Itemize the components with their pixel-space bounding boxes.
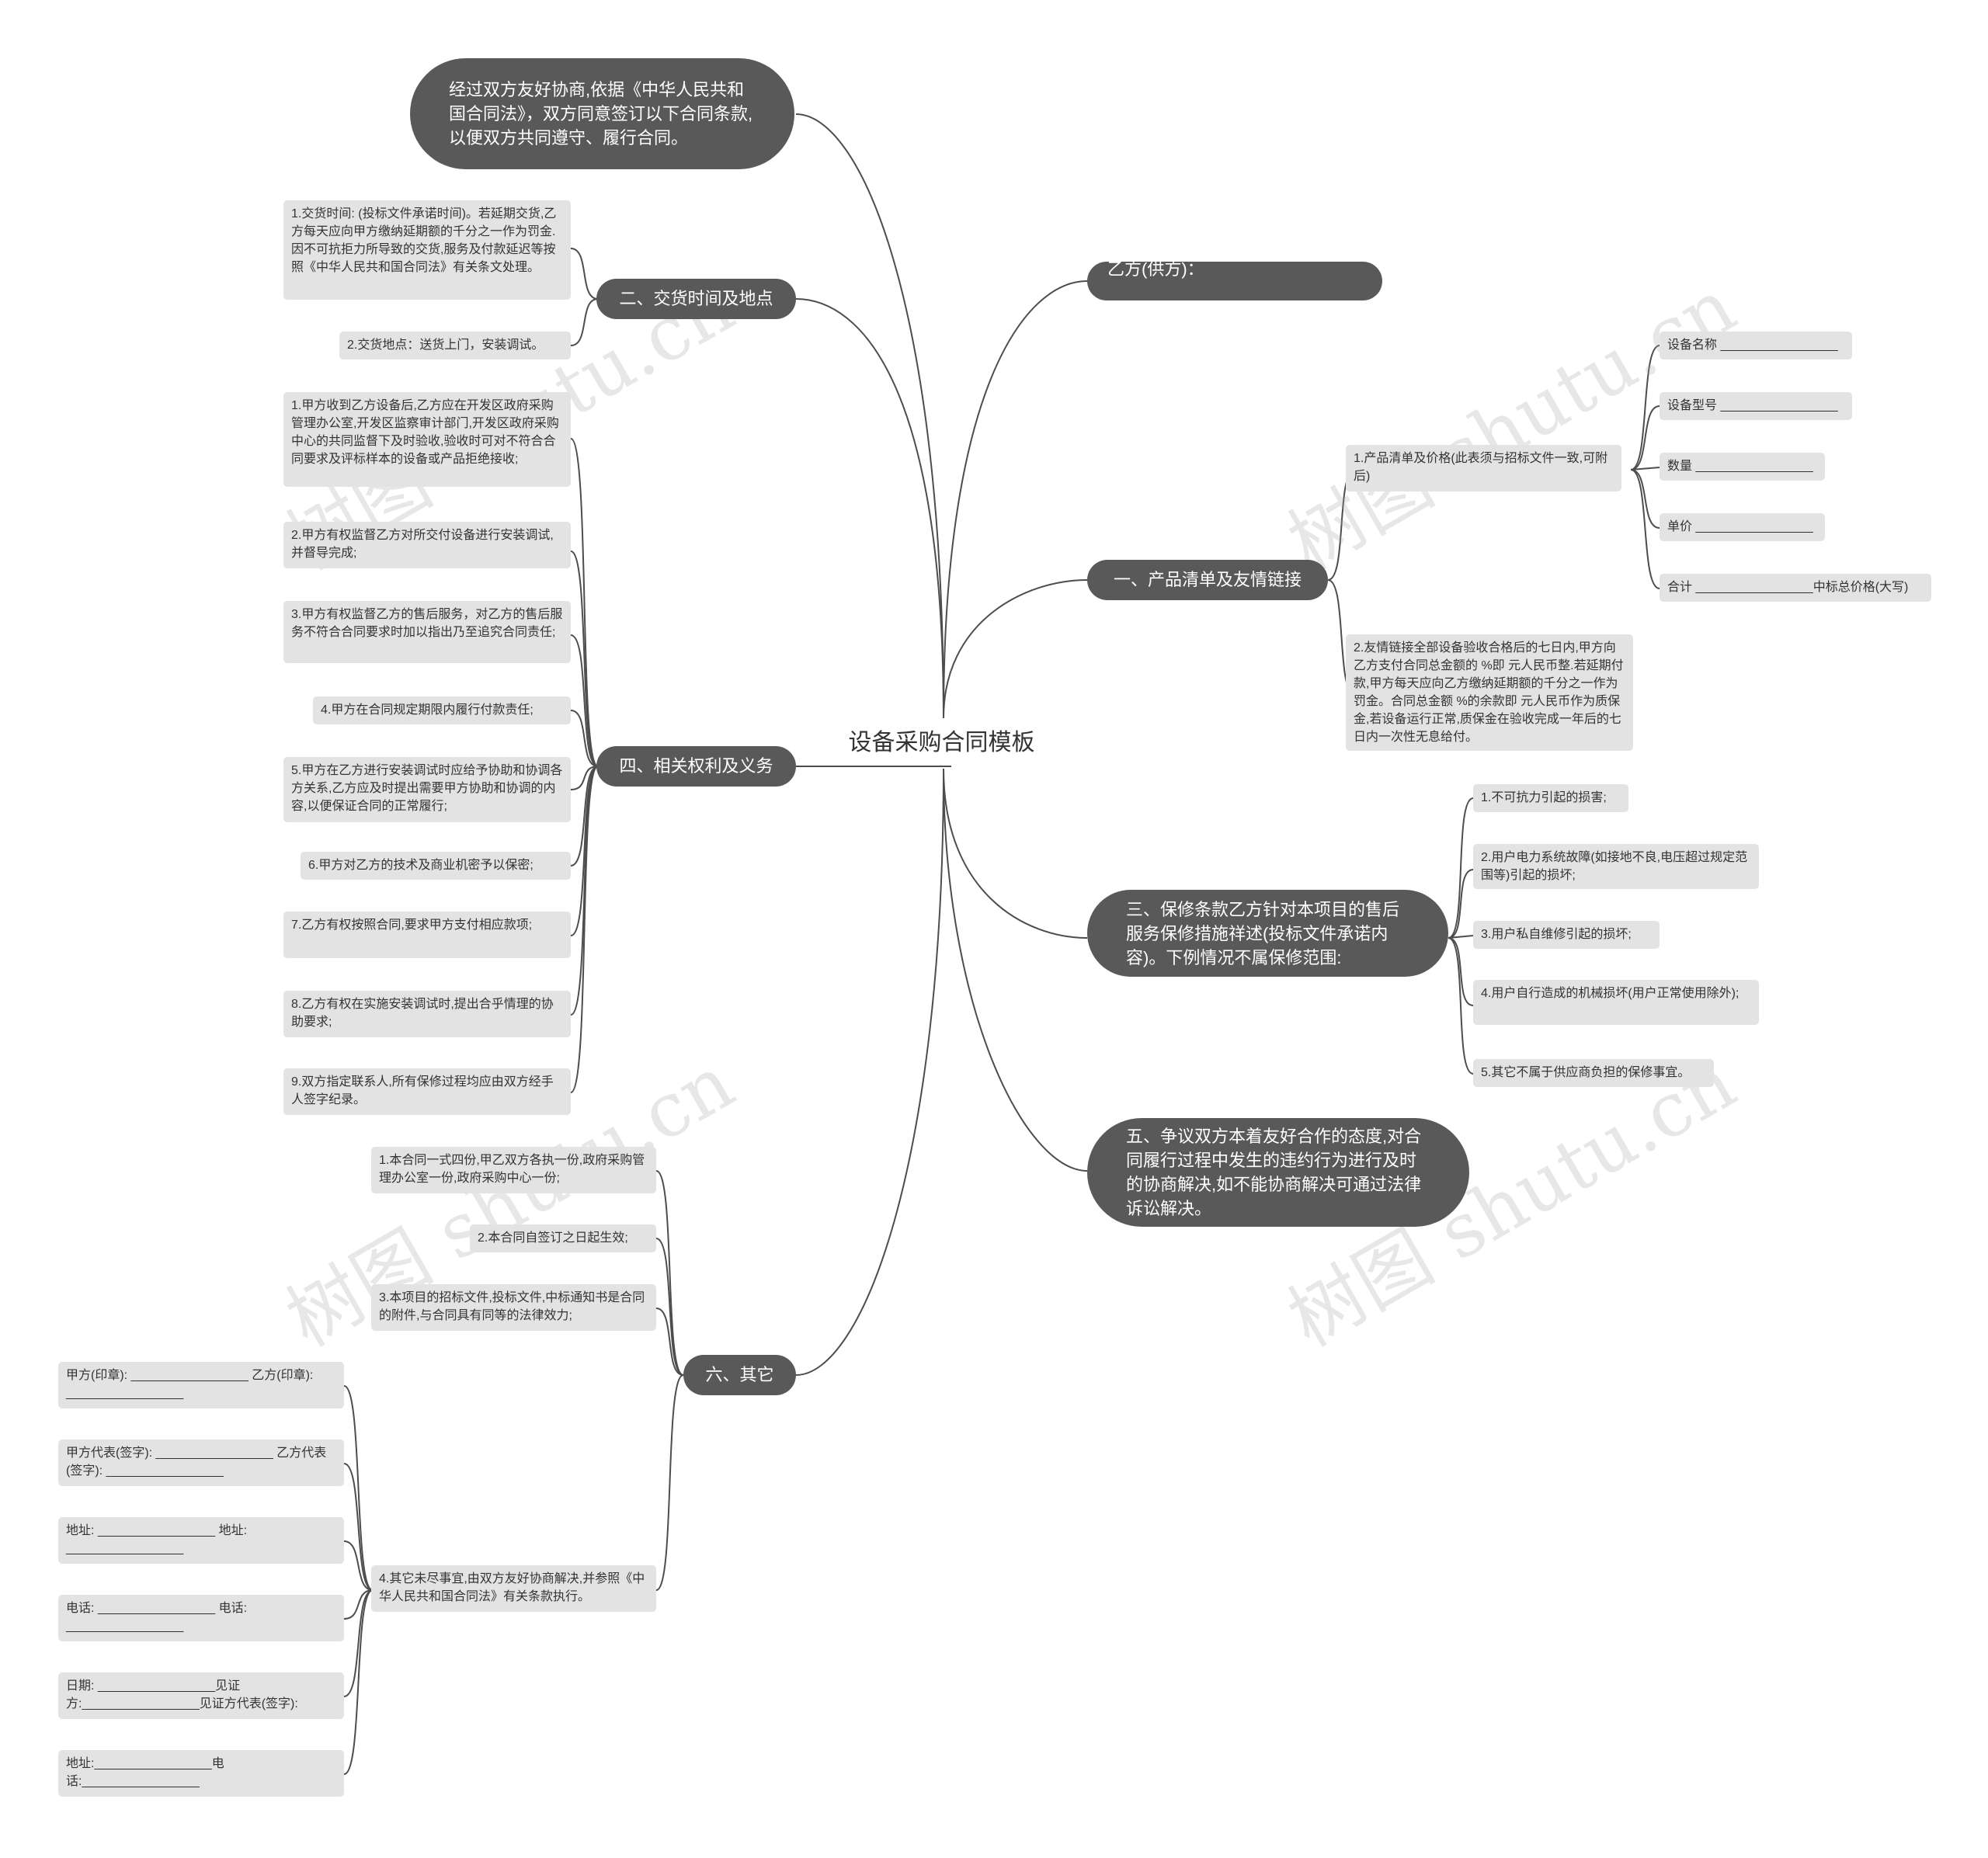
sec4-item[interactable]: 6.甲方对乙方的技术及商业机密予以保密;	[301, 852, 571, 880]
sec2-item[interactable]: 1.交货时间: (投标文件承诺时间)。若延期交货,乙方每天应向甲方缴纳延期额的千…	[283, 200, 571, 300]
sec1-item2[interactable]: 2.友情链接全部设备验收合格后的七日内,甲方向乙方支付合同总金额的 %即 元人民…	[1346, 634, 1633, 751]
sec1-item1-child[interactable]: 数量 _________________	[1660, 453, 1825, 481]
sec3-item[interactable]: 5.其它不属于供应商负担的保修事宜。	[1473, 1059, 1714, 1087]
sec1-item1-child[interactable]: 设备名称 _________________	[1660, 332, 1852, 359]
sec4-item[interactable]: 5.甲方在乙方进行安装调试时应给予协助和协调各方关系,乙方应及时提出需要甲方协助…	[283, 757, 571, 822]
sec4-item[interactable]: 4.甲方在合同规定期限内履行付款责任;	[313, 696, 571, 724]
section-6-node[interactable]: 六、其它	[683, 1355, 796, 1395]
sec6-item[interactable]: 2.本合同自签订之日起生效;	[470, 1224, 656, 1252]
sec6-item4-child[interactable]: 地址: _________________ 地址: ______________…	[58, 1517, 344, 1564]
sec4-item[interactable]: 1.甲方收到乙方设备后,乙方应在开发区政府采购管理办公室,开发区监察审计部门,开…	[283, 392, 571, 487]
sec6-item4-child[interactable]: 日期: _________________见证方:_______________…	[58, 1672, 344, 1719]
sec4-item[interactable]: 9.双方指定联系人,所有保修过程均应由双方经手人签字纪录。	[283, 1068, 571, 1115]
party-b-node[interactable]: 乙方(供方)：____________________	[1087, 259, 1382, 302]
section-3-node[interactable]: 三、保修条款乙方针对本项目的售后服务保修措施祥述(投标文件承诺内容)。下例情况不…	[1087, 890, 1448, 977]
section-5-node[interactable]: 五、争议双方本着友好合作的态度,对合同履行过程中发生的违约行为进行及时的协商解决…	[1087, 1118, 1469, 1227]
sec4-item[interactable]: 2.甲方有权监督乙方对所交付设备进行安装调试,并督导完成;	[283, 522, 571, 568]
intro-node[interactable]: 经过双方友好协商,依据《中华人民共和国合同法》，双方同意签订以下合同条款,以便双…	[410, 58, 794, 169]
section-1-node[interactable]: 一、产品清单及友情链接	[1087, 560, 1328, 600]
sec6-item[interactable]: 3.本项目的招标文件,投标文件,中标通知书是合同的附件,与合同具有同等的法律效力…	[371, 1284, 656, 1331]
sec6-item[interactable]: 4.其它未尽事宜,由双方友好协商解决,并参照《中华人民共和国合同法》有关条款执行…	[371, 1565, 656, 1612]
sec1-item1[interactable]: 1.产品清单及价格(此表须与招标文件一致,可附后)	[1346, 445, 1621, 491]
sec4-item[interactable]: 7.乙方有权按照合同,要求甲方支付相应款项;	[283, 912, 571, 958]
sec4-item[interactable]: 3.甲方有权监督乙方的售后服务，对乙方的售后服务不符合合同要求时加以指出乃至追究…	[283, 601, 571, 663]
sec3-item[interactable]: 3.用户私自维修引起的损坏;	[1473, 921, 1660, 949]
sec3-item[interactable]: 2.用户电力系统故障(如接地不良,电压超过规定范围等)引起的损坏;	[1473, 844, 1759, 889]
section-2-node[interactable]: 二、交货时间及地点	[596, 279, 796, 319]
sec1-item1-child[interactable]: 设备型号 _________________	[1660, 392, 1852, 420]
sec6-item4-child[interactable]: 地址:_________________电话:_________________	[58, 1750, 344, 1797]
sec6-item4-child[interactable]: 甲方(印章): _________________ 乙方(印章): ______…	[58, 1362, 344, 1408]
sec1-item1-child[interactable]: 单价 _________________	[1660, 513, 1825, 541]
sec6-item[interactable]: 1.本合同一式四份,甲乙双方各执一份,政府采购管理办公室一份,政府采购中心一份;	[371, 1147, 656, 1193]
root-title[interactable]: 设备采购合同模板	[848, 730, 1035, 755]
sec2-item[interactable]: 2.交货地点：送货上门，安装调试。	[339, 332, 571, 359]
sec6-item4-child[interactable]: 电话: _________________ 电话: ______________…	[58, 1595, 344, 1641]
sec4-item[interactable]: 8.乙方有权在实施安装调试时,提出合乎情理的协助要求;	[283, 991, 571, 1037]
sec6-item4-child[interactable]: 甲方代表(签字): _________________ 乙方代表(签字): __…	[58, 1440, 344, 1486]
sec1-item1-child[interactable]: 合计 _________________中标总价格(大写)	[1660, 574, 1931, 602]
sec3-item[interactable]: 4.用户自行造成的机械损坏(用户正常使用除外);	[1473, 980, 1759, 1025]
sec3-item[interactable]: 1.不可抗力引起的损害;	[1473, 784, 1628, 812]
section-4-node[interactable]: 四、相关权利及义务	[596, 746, 796, 787]
